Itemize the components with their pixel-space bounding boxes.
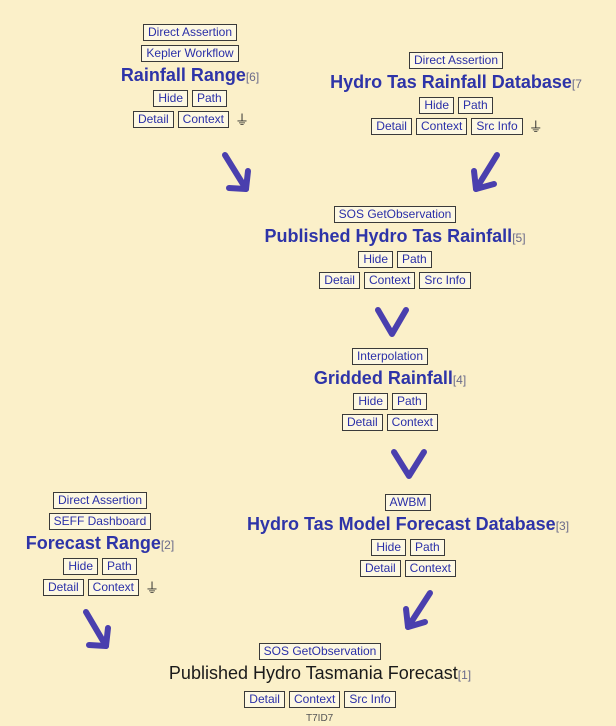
hide-button[interactable]: Hide bbox=[353, 393, 388, 410]
assertion-tag[interactable]: Kepler Workflow bbox=[141, 45, 239, 62]
ground-icon: ⏚ bbox=[235, 111, 250, 128]
footnote: T7ID7 bbox=[306, 713, 334, 724]
arrow-gridded-to-model bbox=[391, 449, 427, 479]
assertion-tag[interactable]: Direct Assertion bbox=[142, 24, 238, 41]
ground-icon: ⏚ bbox=[145, 579, 160, 596]
node-hydro-tas-rainfall-database: Direct Assertion Hydro Tas Rainfall Data… bbox=[296, 50, 616, 137]
arrow-db-to-published bbox=[471, 152, 500, 192]
node-title[interactable]: Hydro Tas Model Forecast Database[3] bbox=[246, 514, 570, 534]
context-button[interactable]: Context bbox=[177, 111, 230, 128]
path-button[interactable]: Path bbox=[410, 539, 445, 556]
node-title[interactable]: Forecast Range[2] bbox=[25, 533, 175, 553]
src-info-button[interactable]: Src Info bbox=[419, 272, 471, 289]
arrow-published-to-gridded bbox=[375, 307, 409, 337]
context-button[interactable]: Context bbox=[404, 560, 457, 577]
path-button[interactable]: Path bbox=[397, 251, 432, 268]
arrow-rainfall-range-to-published bbox=[222, 152, 251, 192]
hide-button[interactable]: Hide bbox=[371, 539, 406, 556]
context-button[interactable]: Context bbox=[415, 118, 468, 135]
node-published-hydro-tasmania-forecast: SOS GetObservation Published Hydro Tasma… bbox=[110, 641, 530, 710]
src-info-button[interactable]: Src Info bbox=[344, 691, 396, 708]
detail-button[interactable]: Detail bbox=[244, 691, 285, 708]
arrow-model-to-published bbox=[403, 590, 433, 630]
context-button[interactable]: Context bbox=[363, 272, 416, 289]
hide-button[interactable]: Hide bbox=[153, 90, 188, 107]
detail-button[interactable]: Detail bbox=[319, 272, 360, 289]
node-title[interactable]: Published Hydro Tasmania Forecast[1] bbox=[168, 663, 472, 683]
node-gridded-rainfall: Interpolation Gridded Rainfall[4] Hide P… bbox=[260, 346, 520, 433]
node-rainfall-range: Direct Assertion Kepler Workflow Rainfal… bbox=[80, 22, 300, 130]
detail-button[interactable]: Detail bbox=[341, 414, 383, 431]
node-title[interactable]: Rainfall Range[6] bbox=[120, 65, 260, 85]
arrow-forecast-range-to-published bbox=[83, 609, 111, 649]
detail-button[interactable]: Detail bbox=[359, 560, 401, 577]
hide-button[interactable]: Hide bbox=[63, 558, 98, 575]
context-button[interactable]: Context bbox=[87, 579, 140, 596]
path-button[interactable]: Path bbox=[192, 90, 227, 107]
node-title[interactable]: Published Hydro Tas Rainfall[5] bbox=[264, 226, 526, 246]
path-button[interactable]: Path bbox=[102, 558, 137, 575]
node-hydro-tas-model-forecast-database: AWBM Hydro Tas Model Forecast Database[3… bbox=[200, 492, 616, 579]
node-title[interactable]: Gridded Rainfall[4] bbox=[313, 368, 467, 388]
assertion-tag[interactable]: Direct Assertion bbox=[52, 492, 148, 509]
node-forecast-range: Direct Assertion SEFF Dashboard Forecast… bbox=[0, 490, 200, 598]
node-published-hydro-tas-rainfall: SOS GetObservation Published Hydro Tas R… bbox=[200, 204, 590, 291]
node-title[interactable]: Hydro Tas Rainfall Database[7 bbox=[330, 72, 582, 92]
assertion-tag[interactable]: SOS GetObservation bbox=[258, 643, 382, 660]
detail-button[interactable]: Detail bbox=[132, 111, 174, 128]
path-button[interactable]: Path bbox=[458, 97, 493, 114]
assertion-tag[interactable]: AWBM bbox=[384, 494, 432, 511]
detail-button[interactable]: Detail bbox=[42, 579, 84, 596]
assertion-tag[interactable]: Interpolation bbox=[351, 348, 429, 365]
assertion-tag[interactable]: SEFF Dashboard bbox=[48, 513, 152, 530]
assertion-tag[interactable]: SOS GetObservation bbox=[333, 206, 457, 223]
ground-icon: ⏚ bbox=[528, 118, 543, 135]
context-button[interactable]: Context bbox=[386, 414, 439, 431]
detail-button[interactable]: Detail bbox=[371, 118, 412, 135]
path-button[interactable]: Path bbox=[392, 393, 427, 410]
src-info-button[interactable]: Src Info bbox=[471, 118, 523, 135]
hide-button[interactable]: Hide bbox=[358, 251, 393, 268]
assertion-tag[interactable]: Direct Assertion bbox=[408, 52, 504, 69]
context-button[interactable]: Context bbox=[288, 691, 341, 708]
hide-button[interactable]: Hide bbox=[419, 97, 454, 114]
